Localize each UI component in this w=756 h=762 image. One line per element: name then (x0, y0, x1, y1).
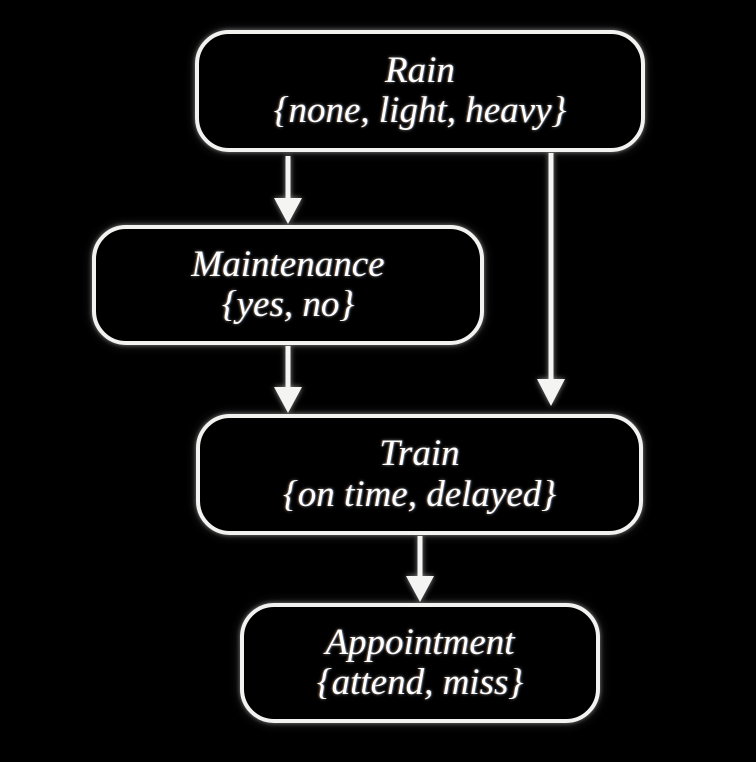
node-train-label: Train (379, 433, 460, 475)
node-appointment[interactable]: Appointment {attend, miss} (240, 603, 600, 723)
edge-maintenance-to-train (274, 346, 302, 413)
node-appointment-label: Appointment (325, 621, 515, 663)
node-maintenance[interactable]: Maintenance {yes, no} (92, 225, 484, 345)
node-maintenance-states: {yes, no} (221, 284, 355, 325)
edge-rain-to-maintenance (274, 156, 302, 224)
edge-rain-to-train (537, 153, 565, 406)
node-appointment-states: {attend, miss} (316, 662, 524, 703)
node-rain-label: Rain (385, 49, 455, 91)
node-rain-states: {none, light, heavy} (273, 90, 567, 131)
node-train-states: {on time, delayed} (282, 473, 557, 515)
edge-train-to-appointment (406, 536, 434, 602)
node-rain[interactable]: Rain {none, light, heavy} (195, 30, 645, 152)
node-train[interactable]: Train {on time, delayed} (196, 414, 643, 535)
node-maintenance-label: Maintenance (191, 243, 385, 285)
